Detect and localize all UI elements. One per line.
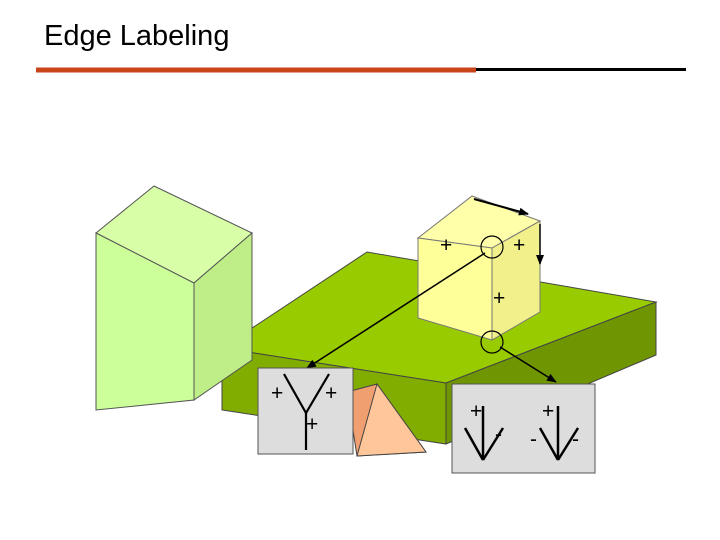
label-y-bottom: + (306, 413, 318, 436)
label-arrow2-minus-right: - (572, 428, 579, 451)
label-arrow1-minus: - (495, 423, 502, 446)
label-cube-middle: + (493, 287, 505, 310)
label-y-right: + (325, 382, 337, 405)
inset-y-junction (257, 367, 354, 455)
left-cube (95, 185, 253, 411)
label-y-left: + (271, 382, 283, 405)
slide-title: Edge Labeling (44, 20, 230, 52)
pointer-arrow-y-junction (306, 252, 486, 369)
junction-circle-top (480, 235, 504, 259)
title-rule (36, 67, 686, 73)
junction-circle-bottom (480, 330, 504, 354)
label-cube-top-left: + (440, 234, 452, 257)
pointer-arrow-arrow-junctions (499, 346, 557, 383)
label-arrow2-minus-left: - (530, 428, 537, 451)
label-arrow1-plus: + (470, 400, 482, 423)
right-cube (416, 195, 542, 341)
top-edge-arrow (473, 198, 529, 216)
orange-wedge (346, 382, 427, 457)
label-cube-top-right: + (513, 234, 525, 257)
label-arrow2-plus: + (542, 400, 554, 423)
inset-arrow-junctions (451, 383, 596, 474)
